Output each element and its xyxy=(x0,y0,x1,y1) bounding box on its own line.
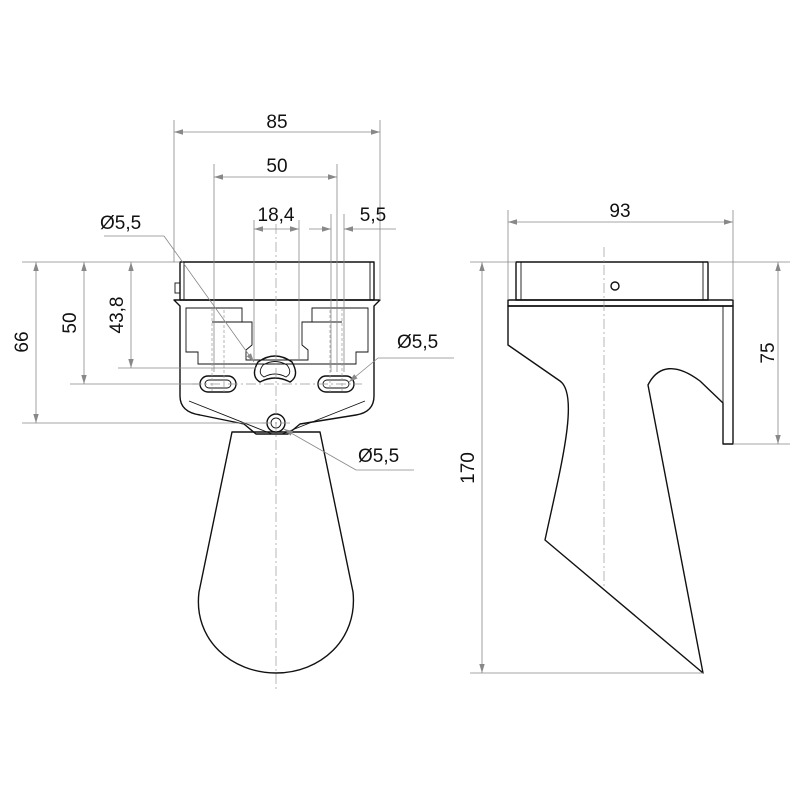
dim-85-label: 85 xyxy=(266,112,287,133)
front-center-slot xyxy=(253,355,297,383)
side-bracket-plate xyxy=(507,299,734,307)
front-top-box xyxy=(179,261,375,301)
side-view: 93 75 170 xyxy=(458,201,790,674)
hole-lower-label: Ø5,5 xyxy=(358,446,399,467)
side-top-box xyxy=(515,261,709,301)
dim-66-label: 66 xyxy=(12,331,33,352)
front-view: 85 50 18,4 5,5 Ø5,5 Ø5,5 Ø5,5 66 xyxy=(12,112,454,692)
dim-43-8-label: 43,8 xyxy=(107,297,128,334)
front-horn xyxy=(197,431,355,674)
dim-50h-label: 50 xyxy=(60,312,81,333)
dim-5-5w-label: 5,5 xyxy=(360,205,386,226)
dim-75-label: 75 xyxy=(758,342,779,363)
hole-slot-label: Ø5,5 xyxy=(397,332,438,353)
front-diagonal-right xyxy=(281,400,366,435)
hole-lower-leader xyxy=(283,428,357,471)
front-side-nub xyxy=(174,282,181,294)
hole-slot-leader xyxy=(348,357,379,383)
front-center-slot-inner xyxy=(259,361,291,378)
side-body-horn xyxy=(507,305,734,674)
front-inner-frame xyxy=(185,307,369,365)
dim-50w-label: 50 xyxy=(266,156,287,177)
dim-170-label: 170 xyxy=(458,452,479,484)
front-diagonal-left xyxy=(188,400,273,435)
hole-upper-label: Ø5,5 xyxy=(100,213,141,234)
side-screw-hole xyxy=(610,281,620,291)
hole-upper-leader xyxy=(163,235,255,363)
dim-18-4-label: 18,4 xyxy=(258,205,295,226)
dim-93-label: 93 xyxy=(609,201,630,222)
